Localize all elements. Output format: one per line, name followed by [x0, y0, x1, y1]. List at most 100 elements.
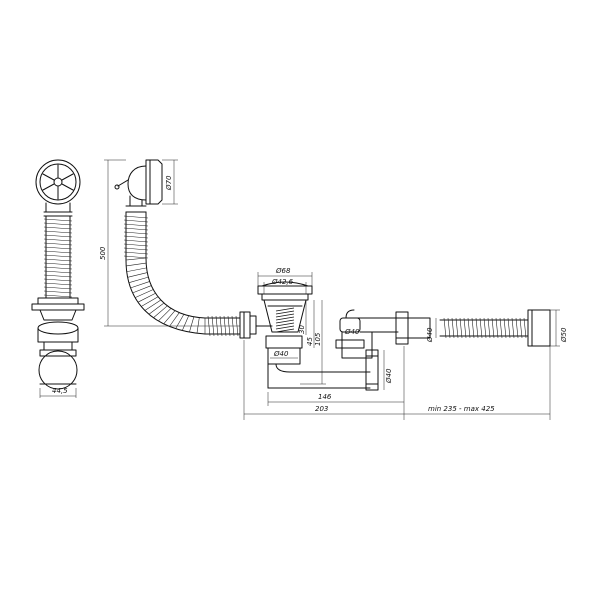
hose-rib	[130, 281, 150, 289]
hose-rib	[123, 239, 149, 243]
hose-rib	[43, 270, 73, 274]
section-hatch	[275, 322, 295, 327]
horizontal-dims: 146 203 min 235 - max 425	[243, 340, 551, 420]
dim-203: 203	[315, 405, 328, 413]
hose-rib	[43, 274, 73, 278]
section-hatch	[275, 319, 295, 324]
hose-rib	[447, 317, 451, 339]
hose-rib	[459, 317, 463, 339]
hose-rib	[123, 227, 149, 231]
hose-rib	[43, 250, 73, 254]
hose-rib	[144, 299, 162, 311]
vertical-dims: 30 45 105	[298, 300, 326, 385]
hose-rib	[507, 317, 511, 339]
dim-105: 105	[314, 332, 322, 346]
hose-rib	[495, 317, 499, 339]
dim-d68: Ø68	[275, 267, 291, 275]
hose-rib	[43, 246, 73, 250]
hose-rib	[163, 310, 176, 325]
hose-rib	[123, 243, 149, 247]
hose-rib	[43, 286, 73, 290]
hose-rib	[43, 294, 73, 298]
hose-rib	[123, 255, 149, 259]
hose-rib	[123, 215, 149, 219]
dim-146: 146	[318, 393, 332, 401]
dim-d40-outlet: Ø40	[273, 350, 289, 358]
hose-rib	[455, 317, 459, 339]
hose-rib	[189, 316, 195, 333]
dim-range: min 235 - max 425	[428, 405, 495, 413]
section-hatch	[275, 310, 295, 315]
section-hatch	[275, 313, 295, 318]
overflow-side-view: Ø70	[114, 159, 178, 213]
hose-rib	[43, 218, 73, 222]
hose-rib	[443, 317, 447, 339]
hose-rib	[123, 247, 149, 251]
hose-rib	[43, 238, 73, 242]
hose-rib	[43, 226, 73, 230]
hose-rib	[519, 317, 523, 339]
hose-rib	[123, 235, 149, 239]
hose-rib	[132, 285, 152, 294]
hose-rib	[467, 317, 471, 339]
hose-rib	[126, 262, 147, 267]
hose-rib	[148, 302, 165, 315]
hose-rib	[43, 254, 73, 258]
hose-rib	[43, 234, 73, 238]
dim-44-5: 44,5	[52, 387, 68, 395]
hose-rib	[43, 262, 73, 266]
curved-corrugated-hose	[123, 211, 241, 337]
section-hatch	[275, 316, 295, 321]
hose-rib	[123, 231, 149, 235]
hose-rib	[491, 317, 495, 339]
hose-rib	[475, 317, 479, 339]
dim-30: 30	[298, 325, 306, 334]
left-waste-fitting: 44,5	[31, 297, 85, 398]
hose-rib	[515, 317, 519, 339]
right-corrugated-hose: Ø50	[439, 309, 568, 347]
hose-rib	[511, 317, 515, 339]
hose-rib	[471, 317, 475, 339]
left-corrugated-hose	[43, 215, 73, 299]
dim-d42-6: Ø42,6	[271, 278, 294, 286]
hose-rib	[451, 317, 455, 339]
waste-outlet: Ø68 Ø42,6 Ø40	[239, 267, 313, 389]
bottle-trap: Ø40 Ø40	[335, 309, 401, 391]
trap-pipe	[267, 363, 371, 389]
dim-d40-trap-side: Ø40	[385, 368, 393, 384]
dim-500: 500	[99, 246, 107, 260]
hose-rib	[169, 312, 180, 327]
hose-rib	[182, 315, 190, 331]
hose-rib	[123, 251, 149, 255]
hose-rib	[499, 317, 503, 339]
hose-rib	[483, 317, 487, 339]
hose-rib	[43, 230, 73, 234]
hose-rib	[43, 222, 73, 226]
dim-d50: Ø50	[560, 327, 568, 343]
hose-rib	[43, 266, 73, 270]
hose-rib	[125, 257, 147, 261]
hose-rib	[128, 276, 149, 283]
hose-rib	[196, 317, 200, 334]
hose-rib	[126, 267, 147, 272]
hose-rib	[137, 292, 156, 303]
hose-rib	[43, 278, 73, 282]
hose-rib	[463, 317, 467, 339]
section-hatch	[275, 325, 295, 330]
hose-rib	[43, 258, 73, 262]
hose-rib	[487, 317, 491, 339]
hose-rib	[43, 282, 73, 286]
hose-rib	[141, 296, 159, 307]
hose-rib	[127, 272, 148, 278]
hose-rib	[43, 242, 73, 246]
hose-rib	[123, 219, 149, 223]
dim-500-group: 500	[99, 159, 240, 327]
section-hatch	[275, 307, 295, 312]
dim-d40-pipe: Ø40	[426, 327, 434, 343]
hose-rib	[158, 308, 172, 322]
hose-rib	[153, 305, 168, 318]
hose-rib	[503, 317, 507, 339]
dim-d40-trap-top: Ø40	[344, 328, 360, 336]
hose-rib	[43, 290, 73, 294]
